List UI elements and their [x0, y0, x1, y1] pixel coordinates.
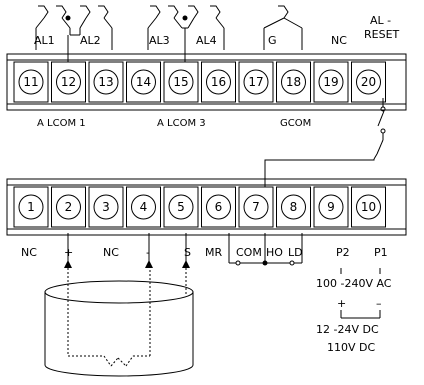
bottom-terminals: 1 2 3 4 5 6 7 8 9 10 — [13, 186, 386, 228]
label-al4: AL4 — [196, 34, 217, 47]
transistor-outputs — [35, 5, 303, 62]
power-ac-label: 100 -240V AC — [316, 277, 392, 290]
label-t5-s: S — [184, 246, 191, 259]
label-al-reset-1: AL - — [370, 14, 391, 27]
bottom-terminal-number-10: 10 — [361, 200, 376, 214]
label-al-reset-2: RESET — [364, 28, 400, 41]
bottom-terminal-screw-1 — [18, 194, 44, 220]
top-terminal-screw-14 — [131, 69, 156, 95]
bottom-terminal-number-1: 1 — [27, 200, 35, 214]
bottom-terminal-number-6: 6 — [215, 200, 223, 214]
label-al1: AL1 — [34, 34, 55, 47]
power-dc-label-2: 110V DC — [327, 341, 375, 354]
label-t4-minus: - — [146, 246, 150, 259]
top-terminal-number-11: 11 — [23, 75, 38, 89]
top-terminal-number-20: 20 — [361, 75, 376, 89]
top-terminals: 11 12 13 14 15 16 17 18 19 20 — [13, 61, 386, 103]
label-mr: MR — [205, 246, 222, 259]
label-p1: P1 — [374, 246, 388, 259]
top-terminal-number-17: 17 — [248, 75, 263, 89]
bottom-terminal-number-5: 5 — [177, 200, 185, 214]
junction-dot — [182, 15, 188, 21]
bottom-terminal-screw-3 — [93, 194, 119, 220]
label-al2: AL2 — [80, 34, 101, 47]
top-terminal-number-16: 16 — [211, 75, 226, 89]
top-terminal-number-18: 18 — [286, 75, 301, 89]
top-terminal-screw-15 — [168, 69, 194, 95]
top-terminal-screw-11 — [18, 69, 44, 95]
top-terminal-screw-19 — [318, 69, 344, 95]
label-t2-plus: + — [64, 246, 73, 259]
top-terminal-number-13: 13 — [98, 75, 113, 89]
label-p2: P2 — [336, 246, 350, 259]
bottom-terminal-screw-10 — [356, 194, 381, 220]
label-al3: AL3 — [149, 34, 170, 47]
bottom-terminal-screw-8 — [281, 194, 306, 220]
reset-switch — [261, 98, 386, 199]
power-brackets — [340, 268, 381, 319]
power-plus: + — [337, 297, 346, 310]
label-alcom1: A LCOM 1 — [37, 118, 86, 129]
label-t3-nc: NC — [103, 246, 119, 259]
bottom-terminal-screw-2 — [56, 194, 81, 220]
label-g: G — [268, 34, 277, 47]
bottom-terminal-number-9: 9 — [327, 200, 335, 214]
bottom-terminal-number-7: 7 — [252, 200, 260, 214]
bottom-terminal-number-2: 2 — [65, 200, 73, 214]
top-terminal-number-14: 14 — [136, 75, 151, 89]
label-com: COM — [236, 246, 262, 259]
junction-dot — [65, 15, 71, 21]
bottom-terminal-screw-5 — [168, 194, 194, 220]
bottom-terminal-number-8: 8 — [290, 200, 298, 214]
label-hold-2: LD — [288, 246, 303, 259]
bottom-terminal-screw-7 — [243, 194, 269, 220]
label-nc-top: NC — [331, 34, 347, 47]
bottom-terminal-number-3: 3 — [102, 200, 110, 214]
sensor-cylinder — [44, 233, 194, 377]
bottom-terminal-number-4: 4 — [140, 200, 148, 214]
top-terminal-number-12: 12 — [61, 75, 76, 89]
arrowheads — [64, 260, 190, 268]
top-terminal-number-19: 19 — [323, 75, 338, 89]
top-terminal-screw-17 — [243, 69, 269, 95]
top-terminal-screw-16 — [206, 69, 231, 95]
label-alcom3: A LCOM 3 — [157, 118, 206, 129]
bottom-terminal-screw-4 — [131, 194, 156, 220]
top-terminal-screw-13 — [93, 69, 119, 95]
power-minus: – — [376, 297, 382, 310]
bottom-terminal-screw-6 — [206, 194, 231, 220]
junction-dot — [262, 260, 268, 266]
label-t1-nc: NC — [21, 246, 37, 259]
top-terminal-number-15: 15 — [173, 75, 188, 89]
top-terminal-screw-20 — [356, 69, 381, 95]
top-terminal-screw-18 — [281, 69, 306, 95]
power-dc-label-1: 12 -24V DC — [316, 323, 379, 336]
bottom-terminal-screw-9 — [318, 194, 344, 220]
input-wiring — [228, 233, 303, 266]
top-terminal-screw-12 — [56, 69, 81, 95]
label-hold-1: HO — [266, 246, 283, 259]
bottom-terminal-block — [6, 178, 407, 236]
top-terminal-block — [6, 53, 407, 111]
label-gcom: GCOM — [280, 118, 311, 129]
